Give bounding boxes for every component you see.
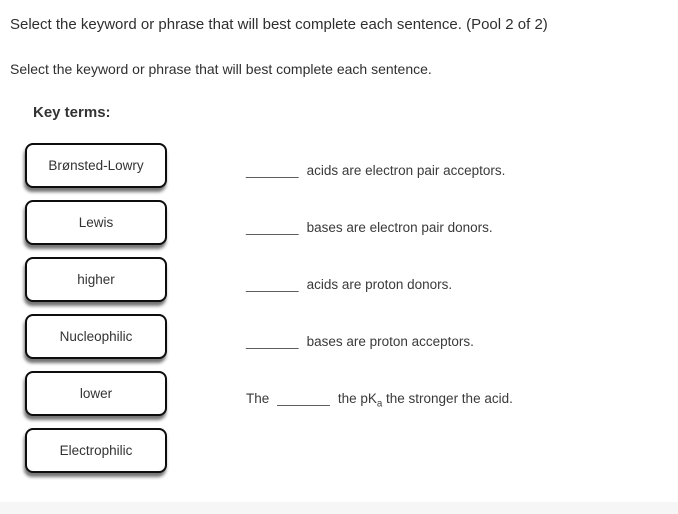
term-box-nucleophilic[interactable]: Nucleophilic: [25, 314, 167, 359]
term-label: Brønsted-Lowry: [48, 158, 144, 173]
sentence-row-3: _______ acids are proton donors.: [246, 277, 452, 293]
sentence-text-5-part2: the stronger the acid.: [382, 391, 513, 406]
sentence-text-2: bases are electron pair donors.: [306, 220, 493, 235]
sentence-row-2: _______ bases are electron pair donors.: [246, 220, 493, 236]
term-box-lower[interactable]: lower: [25, 371, 167, 416]
sentence-text-5-part1: the pK: [337, 391, 377, 406]
term-label: Nucleophilic: [59, 329, 133, 344]
sentence-row-1: _______ acids are electron pair acceptor…: [246, 163, 505, 179]
sentence-text-5: the pKa the stronger the acid.: [338, 391, 513, 413]
term-label: Lewis: [78, 215, 114, 230]
term-box-electrophilic[interactable]: Electrophilic: [25, 428, 167, 473]
term-box-lewis[interactable]: Lewis: [25, 200, 167, 245]
sentence-text-1: acids are electron pair acceptors.: [306, 163, 506, 178]
sentence-row-4: _______ bases are proton acceptors.: [246, 334, 474, 350]
term-label: lower: [79, 386, 113, 401]
term-label: higher: [77, 272, 115, 287]
term-box-higher[interactable]: higher: [25, 257, 167, 302]
blank-drop-target-1[interactable]: _______: [246, 163, 299, 178]
question-subtitle: Select the keyword or phrase that will b…: [10, 61, 432, 77]
key-terms-heading: Key terms:: [33, 104, 111, 121]
footer-band: [0, 502, 678, 514]
sentence-pre-text-5: The: [246, 391, 270, 406]
blank-drop-target-2[interactable]: _______: [246, 220, 299, 235]
question-title: Select the keyword or phrase that will b…: [10, 16, 548, 33]
term-label: Electrophilic: [59, 443, 133, 458]
blank-drop-target-5[interactable]: _______: [277, 391, 330, 406]
pka-subscript: a: [376, 398, 383, 410]
sentence-text-4: bases are proton acceptors.: [306, 334, 474, 349]
term-box-bronsted-lowry[interactable]: Brønsted-Lowry: [25, 143, 167, 188]
sentence-row-5: The _______ the pKa the stronger the aci…: [246, 391, 513, 413]
blank-drop-target-3[interactable]: _______: [246, 277, 299, 292]
sentence-text-3: acids are proton donors.: [306, 277, 453, 292]
blank-drop-target-4[interactable]: _______: [246, 334, 299, 349]
